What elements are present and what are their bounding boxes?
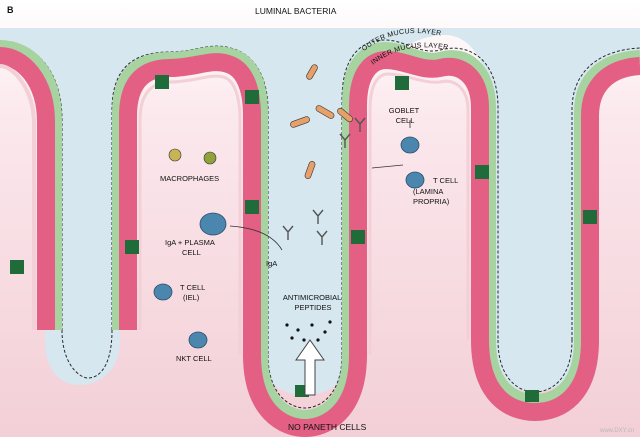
goblet-cell <box>125 240 139 254</box>
villus-center-left <box>111 45 269 355</box>
antibody <box>316 230 328 245</box>
goblet-cell <box>475 165 489 179</box>
bacterium <box>315 105 335 119</box>
macrophages <box>168 148 217 165</box>
lumen-background <box>0 28 640 395</box>
antimicrobial-label: ANTIMICROBIAL PEPTIDES <box>283 293 343 312</box>
goblet-cell <box>525 390 539 402</box>
crypt-2 <box>243 354 367 437</box>
goblet-cell <box>155 75 169 89</box>
goblet-cell <box>351 230 365 244</box>
t-cell-iel-label: T CELL (IEL) <box>180 283 207 302</box>
bacterium <box>337 107 353 123</box>
iga-antibodies <box>282 117 366 245</box>
t-cell-lamina-propria <box>400 136 420 154</box>
footer-label: NO PANETH CELLS <box>288 422 367 432</box>
iga-label: IgA <box>266 259 277 268</box>
bacterium <box>304 161 316 179</box>
luminal-bacteria <box>290 64 353 179</box>
goblet-cell <box>245 200 259 214</box>
nkt-cell <box>188 331 208 349</box>
villus-center-right <box>341 39 499 355</box>
secretion-arrow-icon <box>295 339 325 396</box>
iga-plasma-label: IgA + PLASMA CELL <box>165 238 217 257</box>
macrophage <box>203 151 217 165</box>
macrophage <box>168 148 182 162</box>
villus-left <box>0 40 63 330</box>
bacterium <box>290 116 310 128</box>
crypt-1 <box>61 329 113 379</box>
antimicrobial-peptides <box>285 320 332 342</box>
antibody <box>354 117 366 132</box>
goblet-cell <box>395 76 409 90</box>
watermark: www.DXY.cn <box>599 428 634 434</box>
goblet-cell <box>583 210 597 224</box>
t-cell-iel <box>153 283 173 301</box>
iga-pointer <box>229 225 283 251</box>
t-cell-lamina-label: T CELL (LAMINA PROPRIA) <box>413 176 460 206</box>
macrophages-label: MACROPHAGES <box>160 174 219 183</box>
nkt-cell-label: NKT CELL <box>176 354 212 363</box>
t-cell-lamina-propria <box>405 171 425 189</box>
goblet-cell-label: GOBLET CELL <box>389 106 421 125</box>
goblet-cell <box>245 90 259 104</box>
diagram-title: LUMINAL BACTERIA <box>255 6 337 16</box>
immune-cells <box>153 136 425 349</box>
antibody <box>312 209 324 224</box>
pointer-arrows <box>229 120 411 251</box>
goblet-cell <box>10 260 24 274</box>
iga-plasma-cell <box>199 212 227 236</box>
antibody <box>339 133 351 148</box>
panel-letter: B <box>7 5 14 15</box>
villus-right <box>571 47 640 340</box>
antibody <box>282 225 294 240</box>
bacterium <box>306 64 318 80</box>
tcell-pointer <box>371 164 404 169</box>
